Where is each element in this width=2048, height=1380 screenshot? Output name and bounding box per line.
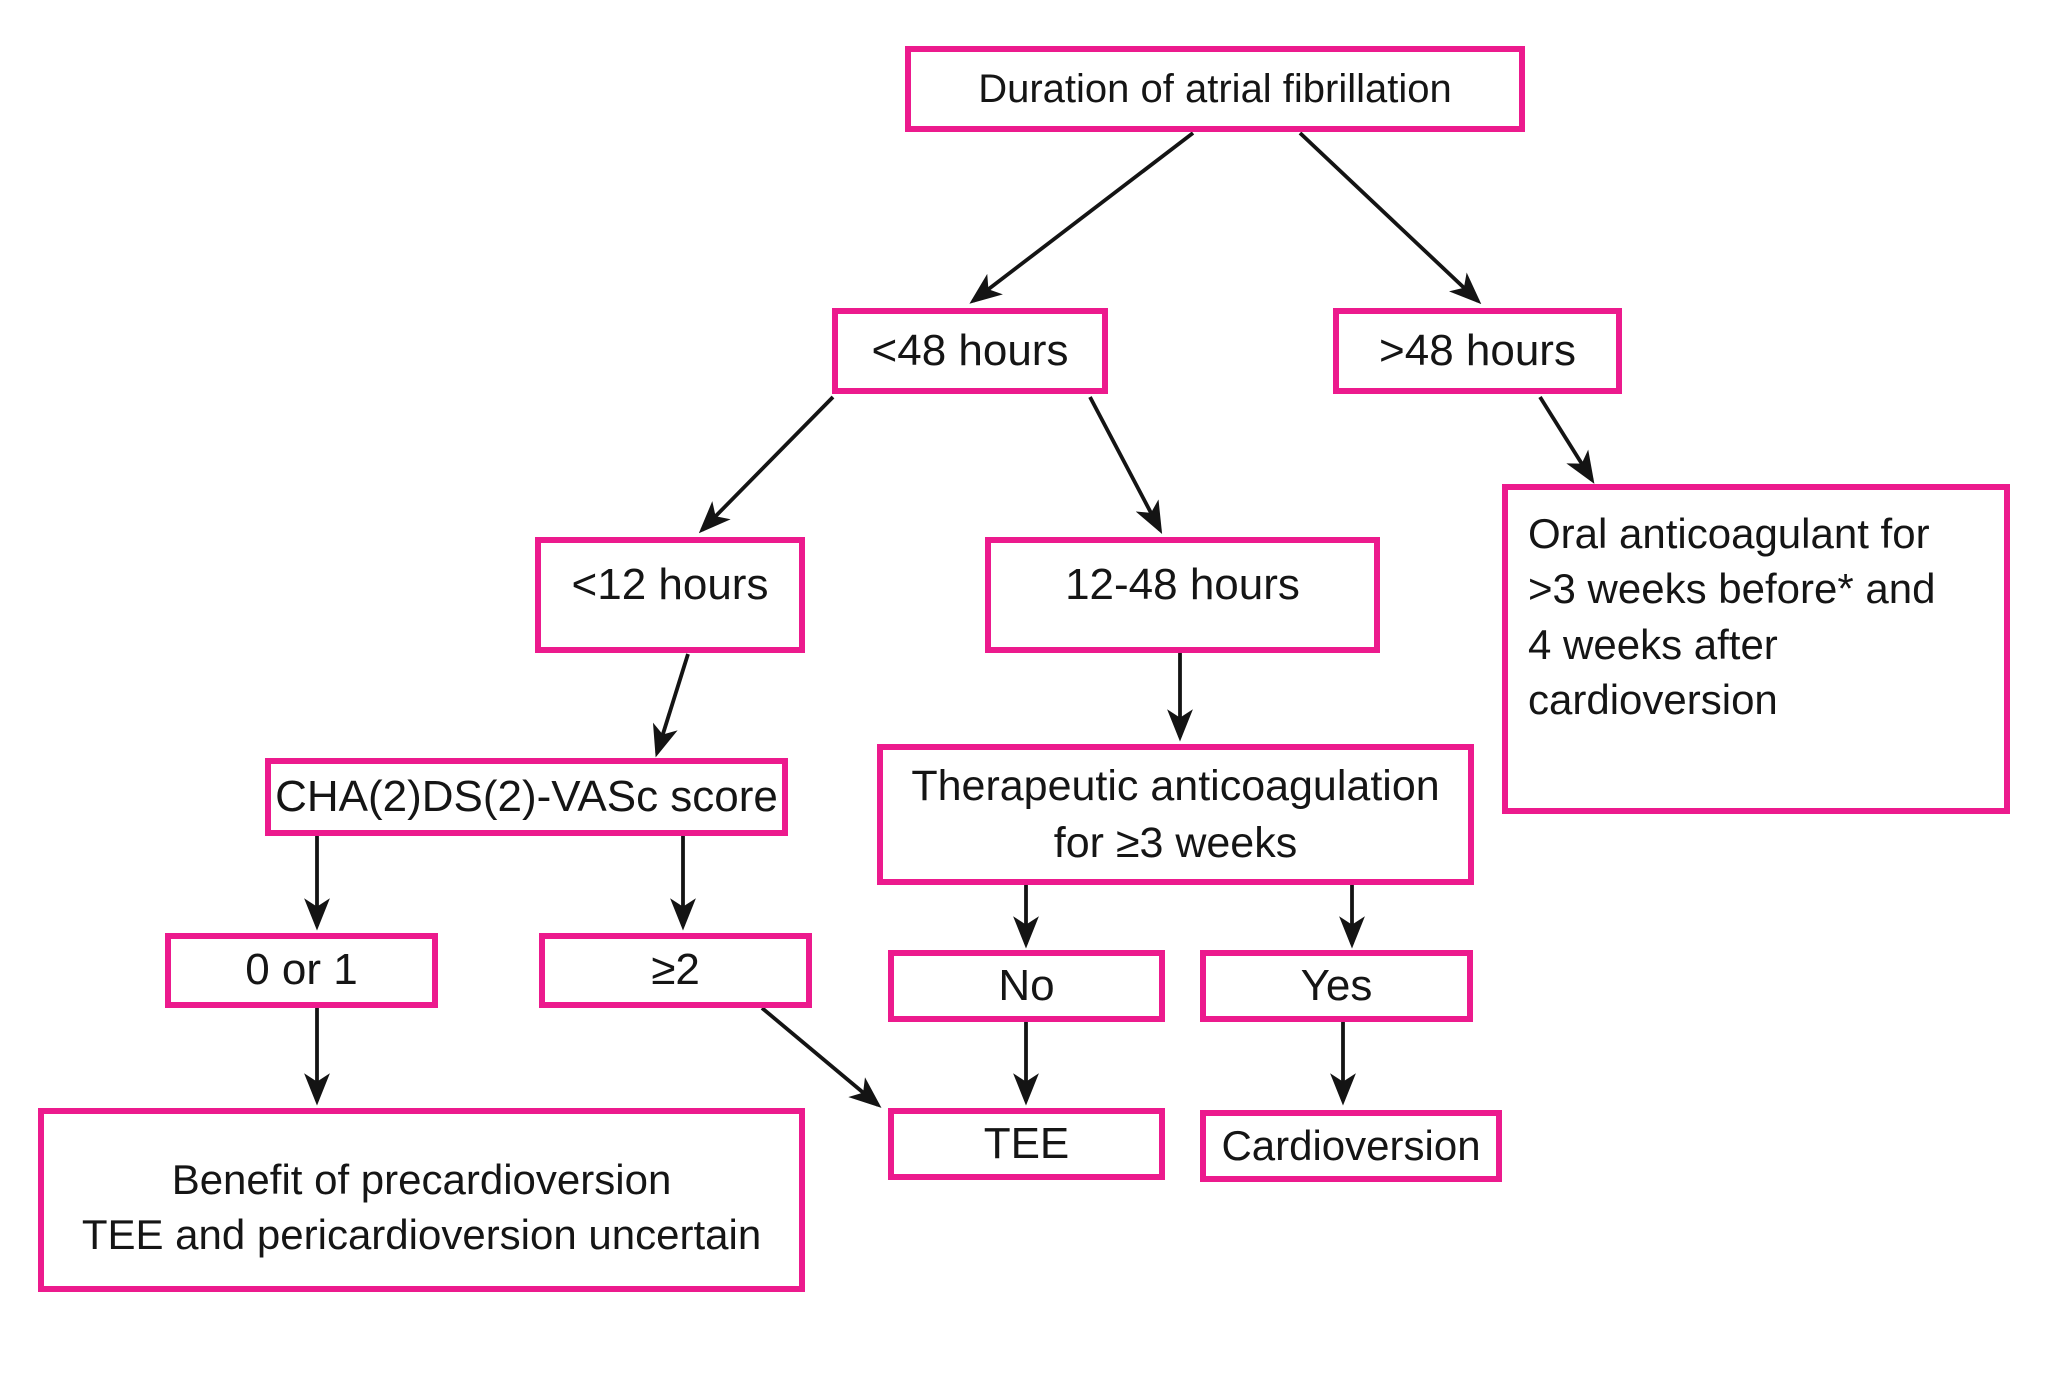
node-score-0-or-1: 0 or 1 xyxy=(165,933,438,1008)
node-duration-of-atrial-fibrillation: Duration of atrial fibrillation xyxy=(905,46,1525,132)
edge-under48-to-under12 xyxy=(698,395,835,534)
edge-duration-to-under48 xyxy=(969,131,1195,304)
node-benefit-uncertain: Benefit of precardioversion TEE and peri… xyxy=(38,1108,805,1292)
node-under-48-hours: <48 hours xyxy=(832,308,1108,394)
node-oral-anticoagulant: Oral anticoagulant for >3 weeks before* … xyxy=(1502,484,2010,814)
edge-duration-to-over48 xyxy=(1298,131,1482,305)
edge-under48-to-12to48 xyxy=(1088,396,1163,535)
node-yes: Yes xyxy=(1200,950,1473,1022)
edge-under12-to-chads xyxy=(652,653,690,758)
node-12-to-48-hours: 12-48 hours xyxy=(985,537,1380,653)
node-cardioversion: Cardioversion xyxy=(1200,1110,1502,1182)
node-chads-vasc-score: CHA(2)DS(2)-VASc score xyxy=(265,758,788,836)
edge-over48-to-oral xyxy=(1538,395,1595,484)
edge-ge2-to-tee xyxy=(760,1006,882,1108)
node-no: No xyxy=(888,950,1165,1022)
node-therapeutic-anticoagulation: Therapeutic anticoagulation for ≥3 weeks xyxy=(877,744,1474,885)
node-over-48-hours: >48 hours xyxy=(1333,308,1622,394)
node-score-ge-2: ≥2 xyxy=(539,933,812,1008)
node-tee: TEE xyxy=(888,1108,1165,1180)
node-under-12-hours: <12 hours xyxy=(535,537,805,653)
